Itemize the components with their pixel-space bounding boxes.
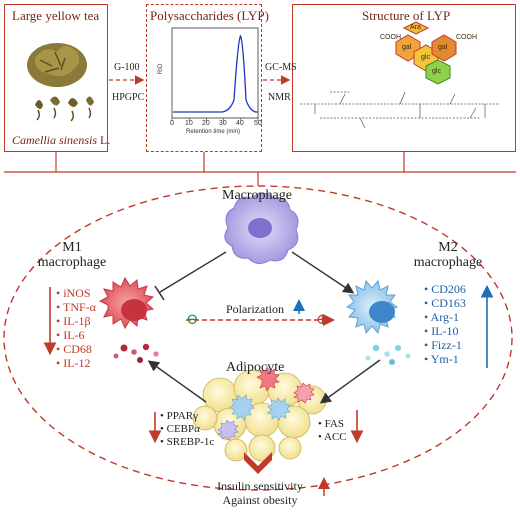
m1-label: M1 macrophage (32, 240, 112, 270)
m1-label-line1: M1 (62, 240, 82, 255)
step1-bottom-label: HPGPC (112, 92, 145, 103)
outcome-line1: Insulin sensitivity (217, 479, 303, 493)
m2-marker: • IL-10 (424, 324, 459, 338)
m1-marker: • IL-1β (56, 314, 91, 328)
lyp-structure (300, 21, 500, 129)
m1-marker: • IL-12 (56, 356, 91, 370)
macrophage-to-m2-arrow (291, 251, 355, 294)
adipo-right-text: FAS (324, 418, 344, 430)
m2-label-line2: macrophage (413, 255, 483, 270)
m2-marker: • CD206 (424, 282, 466, 296)
m2-marker-text: Ym-1 (430, 352, 459, 366)
m1-marker: • TNF-α (56, 300, 96, 314)
m2-marker-text: CD163 (431, 296, 466, 310)
m1-marker-text: CD68 (63, 342, 92, 356)
tea-leaves-image (27, 43, 94, 122)
adipo-right-list: • FAS • ACC (318, 418, 347, 444)
m2-marker-text: CD206 (431, 282, 466, 296)
m1-marker: • IL-6 (56, 328, 85, 342)
outcome-line2: Against obesity (222, 493, 298, 507)
structure-panel-title: Structure of LYP (362, 8, 451, 23)
adipocyte-label: Adipocyte (226, 360, 285, 375)
m2-marker: • Arg-1 (424, 310, 459, 324)
minus-symbol: ⊖ (186, 312, 199, 328)
m1-marker-text: iNOS (63, 286, 91, 300)
adipo-left-item: • PPARγ (160, 410, 198, 422)
x-tick-40: 40 (236, 120, 244, 127)
m1-marker-text: IL-1β (63, 314, 91, 328)
m1-marker: • iNOS (56, 286, 91, 300)
outcome-chevron (244, 452, 272, 474)
m1-label-line2: macrophage (37, 255, 107, 270)
m2-marker-text: Fizz-1 (431, 338, 462, 352)
macrophage-to-m1-inhibit (154, 251, 227, 301)
sugar-glc-1: glc (421, 54, 430, 61)
adipocyte-to-m1-arrow (147, 360, 207, 403)
species-label: Camellia sinensis L. (12, 133, 110, 148)
x-tick-50: 50 (254, 120, 262, 127)
cooh-left: COOH (380, 34, 401, 41)
adipo-left-item: • CEBPα (160, 423, 200, 435)
chromatogram-x-label: Retention time (min) (186, 129, 241, 135)
m1-marker: • CD68 (56, 342, 92, 356)
m2-marker-list: • CD206 • CD163 • Arg-1 • IL-10 • Fizz-1… (424, 282, 466, 366)
chromatogram-x-ticks: 0 10 20 30 40 50 (166, 120, 264, 130)
polarization-label: Polarization (226, 302, 284, 316)
macrophage-label: Macrophage (222, 188, 292, 203)
sugar-ara: Ara (410, 24, 421, 31)
adipo-right-item: • FAS (318, 418, 344, 430)
lyp-panel-title: Polysaccharides (LYP) (150, 8, 269, 23)
lyp-panel (146, 4, 262, 152)
m2-marker-text: Arg-1 (430, 310, 459, 324)
panel-bracket (4, 152, 516, 186)
adipo-left-text: SREBP-1c (166, 436, 215, 448)
m1-cell (98, 276, 159, 363)
macrophage-cell (224, 192, 299, 264)
x-tick-30: 30 (219, 120, 227, 127)
m2-marker: • CD163 (424, 296, 466, 310)
m2-marker: • Ym-1 (424, 352, 459, 366)
sugar-gal-1: gal (402, 44, 412, 51)
m1-marker-text: TNF-α (62, 300, 96, 314)
adipo-left-text: PPARγ (166, 410, 198, 422)
x-tick-0: 0 (170, 120, 174, 127)
step2-bottom-label: NMR (268, 92, 291, 103)
chromatogram-y-label: RID (158, 63, 165, 75)
chromatogram (171, 27, 259, 121)
step1-top-label: G-100 (114, 62, 140, 73)
m2-label: M2 macrophage (408, 240, 488, 270)
m2-cell (345, 279, 411, 365)
x-tick-10: 10 (185, 120, 193, 127)
m1-marker-text: IL-6 (63, 328, 85, 342)
sugar-glc-2: glc (432, 68, 441, 75)
adipo-left-list: • PPARγ • CEBPα • SREBP-1c (160, 410, 214, 449)
m1-marker-text: IL-12 (63, 356, 91, 370)
adipocyte-cluster (192, 366, 327, 462)
plus-symbol: ⊕ (316, 312, 329, 328)
step2-top-label: GC-MS (265, 62, 297, 73)
adipo-left-text: CEBPα (166, 423, 200, 435)
tea-panel-title: Large yellow tea (12, 8, 100, 23)
structure-panel (292, 4, 516, 152)
m2-marker: • Fizz-1 (424, 338, 462, 352)
mechanism-ellipse (3, 185, 513, 491)
adipo-right-item: • ACC (318, 431, 347, 443)
species-name: Camellia sinensis (12, 133, 98, 147)
sugar-gal-2: gal (438, 44, 448, 51)
m2-marker-text: IL-10 (431, 324, 459, 338)
cooh-right: COOH (456, 34, 477, 41)
m2-to-adipocyte-arrow (319, 359, 381, 404)
m2-label-line1: M2 (438, 240, 458, 255)
adipo-right-text: ACC (324, 431, 347, 443)
adipo-left-item: • SREBP-1c (160, 436, 215, 448)
x-tick-20: 20 (202, 120, 210, 127)
outcome-text: Insulin sensitivity Against obesity (204, 479, 316, 507)
m1-marker-list: • iNOS • TNF-α • IL-1β • IL-6 • CD68 • I… (56, 286, 96, 370)
species-suffix: L. (100, 133, 111, 147)
